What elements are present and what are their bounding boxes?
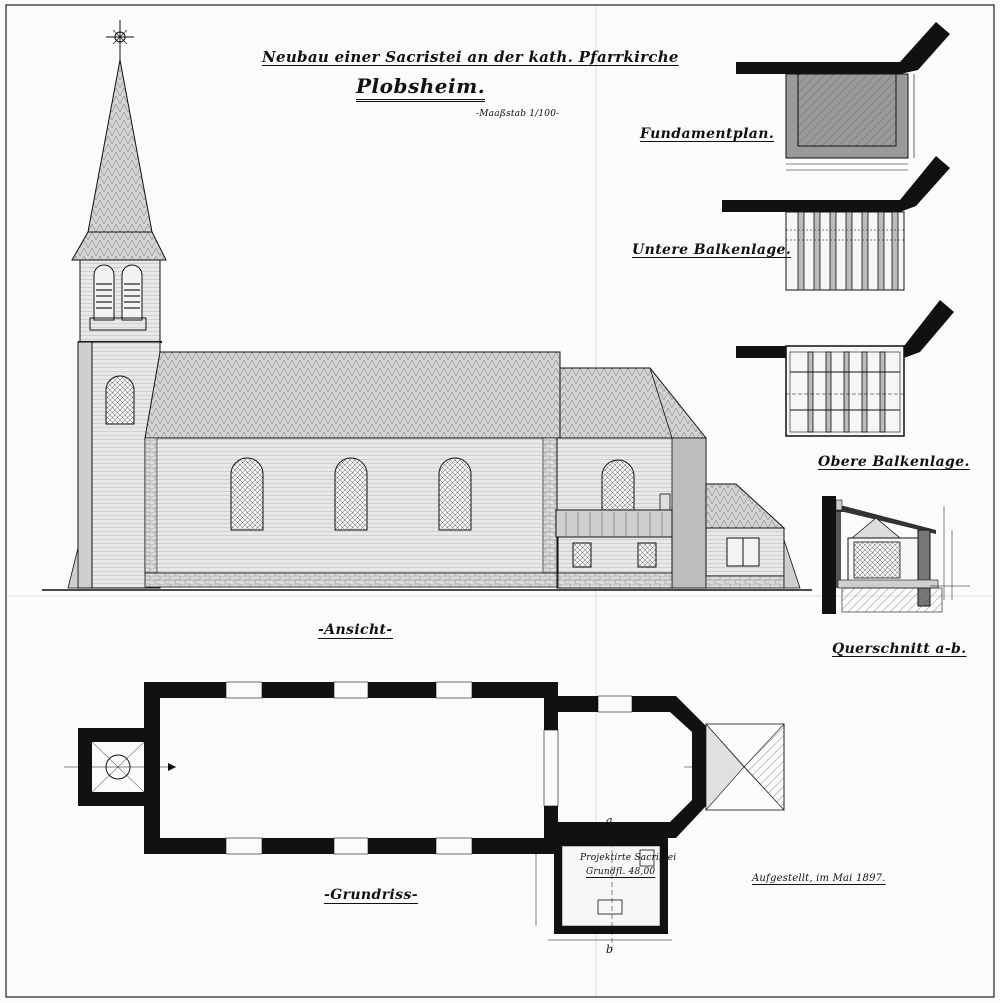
ground-plan bbox=[64, 681, 785, 950]
lower-beam-plan bbox=[722, 156, 950, 291]
sacristy-label-line1: Projektirte Sacristei bbox=[580, 853, 677, 863]
drawing-title: Neubau einer Sacristei an der kath. Pfar… bbox=[262, 48, 679, 66]
nave-roof bbox=[144, 351, 561, 439]
label-lower-beams: Untere Balkenlage. bbox=[632, 242, 792, 258]
section-mark-b: b bbox=[606, 943, 614, 956]
upper-beam-plan bbox=[736, 300, 954, 437]
section-mark-a: a bbox=[606, 814, 613, 827]
date-note: Aufgestellt, im Mai 1897. bbox=[752, 873, 886, 884]
label-cross-section: Querschnitt a-b. bbox=[832, 641, 967, 657]
belfry bbox=[79, 259, 161, 343]
label-ground-plan: -Grundriss- bbox=[324, 887, 418, 904]
label-elevation: -Ansicht- bbox=[318, 622, 393, 639]
label-upper-beams: Obere Balkenlage. bbox=[818, 454, 970, 470]
foundation-plan bbox=[736, 22, 950, 171]
scale-note: -Maaßstab 1/100- bbox=[476, 109, 560, 119]
elevation-view bbox=[42, 20, 812, 591]
choir-roof bbox=[559, 367, 708, 439]
cross-section bbox=[822, 496, 970, 614]
church-spire bbox=[87, 59, 153, 233]
label-foundation-plan: Fundamentplan. bbox=[640, 126, 775, 142]
weather-vane-icon bbox=[106, 20, 134, 62]
nave-windows bbox=[230, 457, 472, 531]
sacristy-label-line2: Grundfl. 48,00 bbox=[586, 867, 656, 877]
place-name-title: Plobsheim. bbox=[356, 74, 486, 102]
